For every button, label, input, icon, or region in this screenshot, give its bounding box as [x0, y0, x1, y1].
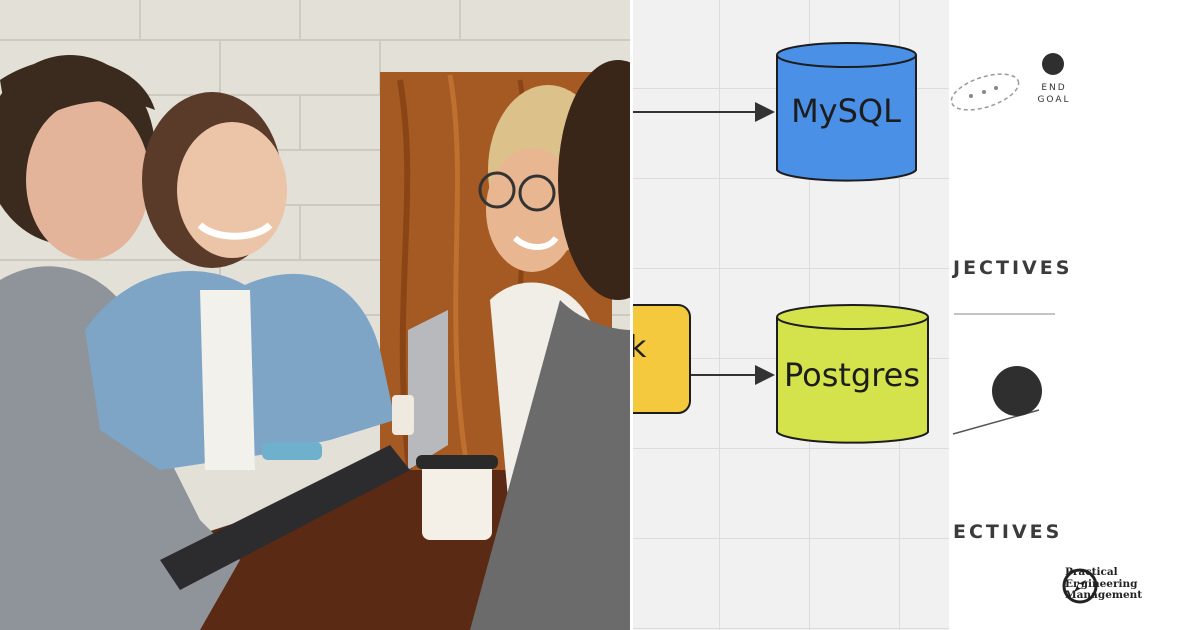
- ball-icon: [992, 366, 1042, 416]
- source-node-label: k: [633, 330, 647, 365]
- postgres-label: Postgres: [783, 356, 921, 394]
- team-photo-illustration: [0, 0, 630, 630]
- brand-name: Practical Engineering Management: [1065, 566, 1143, 601]
- mysql-cylinder: [776, 42, 917, 182]
- postgres-cylinder: [776, 304, 929, 444]
- compass-icon: [1062, 568, 1098, 604]
- divider: [954, 313, 1055, 315]
- objectives-panel: END GOAL JECTIVES ECTIVES Practical Engi…: [949, 0, 1200, 630]
- end-goal-label: END GOAL: [1037, 83, 1071, 105]
- mysql-label: MySQL: [791, 92, 901, 130]
- diagram-shapes: [633, 42, 929, 444]
- objectives-heading-top: JECTIVES: [953, 257, 1073, 279]
- diagram-board: MySQL Postgres k: [633, 0, 949, 630]
- source-node: [633, 304, 691, 414]
- orbit-ellipse: [950, 73, 1020, 111]
- objectives-heading-bottom: ECTIVES: [953, 521, 1063, 543]
- objectives-graphics: [950, 53, 1064, 435]
- end-goal-dot: [1042, 53, 1064, 75]
- team-photo: [0, 0, 630, 630]
- brand-logo: Practical Engineering Management: [1061, 566, 1143, 604]
